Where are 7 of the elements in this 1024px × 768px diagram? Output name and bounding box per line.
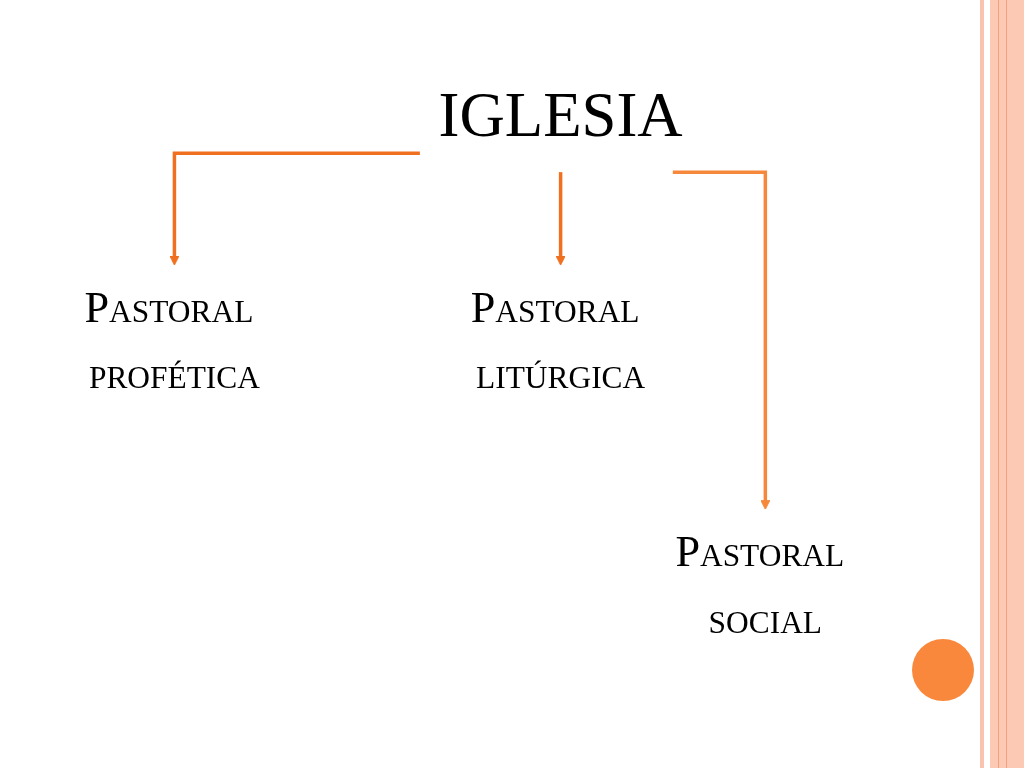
node-text: Pastoral litúrgica [470,282,646,398]
node-text: Pastoral profética [84,282,261,398]
node-text: Pastoral social [675,526,845,643]
node-text: IGLESIA [438,80,683,151]
arrow [555,170,566,266]
arrow [169,151,420,266]
arrow [672,170,771,510]
